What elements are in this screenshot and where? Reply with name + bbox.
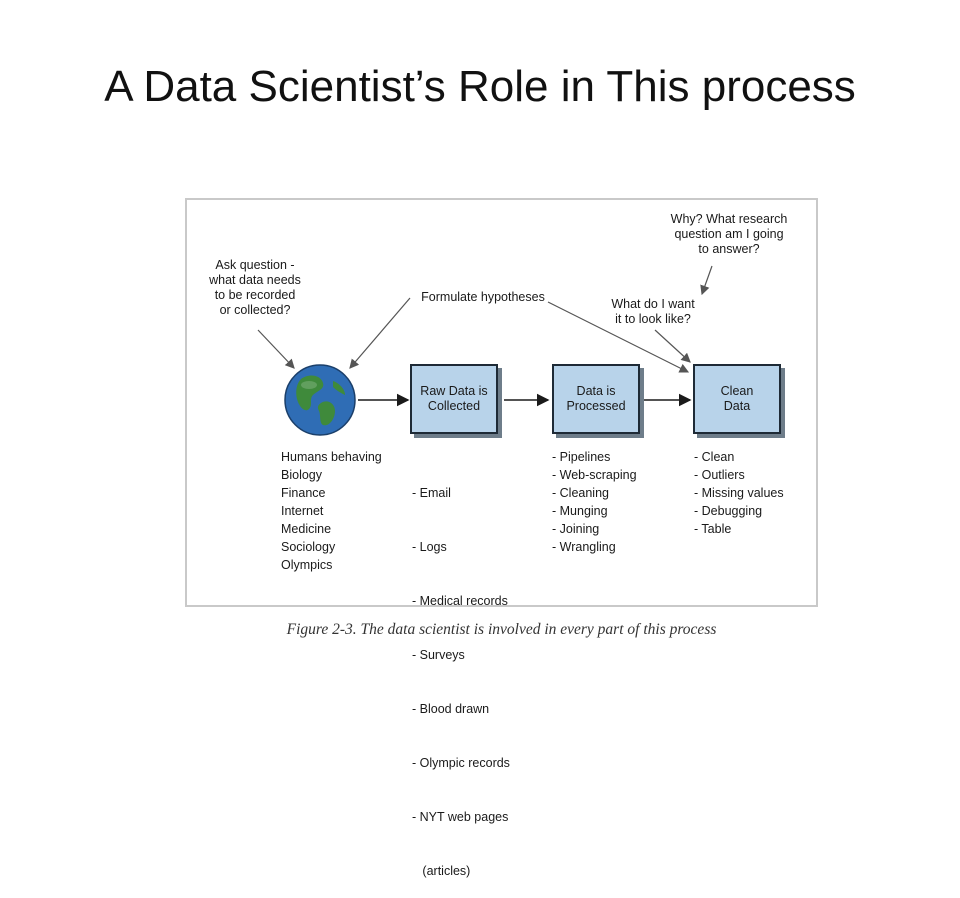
list-item: Biology [281, 468, 322, 482]
list-item: Finance [281, 486, 326, 500]
list-item: Humans behaving [281, 450, 382, 464]
callout-arrow-formulate-to-globe [349, 297, 411, 369]
box-raw-label: Raw Data is Collected [420, 384, 488, 413]
list-item: - Olympic records [412, 756, 510, 770]
note-ask-question: Ask question - what data needs to be rec… [209, 258, 301, 317]
list-item: (articles) [412, 864, 471, 878]
box-clean-data: Clean Data [693, 364, 781, 434]
list-item: Medicine [281, 522, 332, 536]
callout-arrow-formulate-to-clean [547, 301, 690, 373]
slide-title: A Data Scientist’s Role in This process [104, 62, 856, 111]
list-item: - Table [694, 522, 732, 536]
box-raw-data-collected: Raw Data is Collected [410, 364, 498, 434]
callout-arrow-lookslike-to-clean [654, 329, 691, 363]
figure-caption: Figure 2-3. The data scientist is involv… [286, 621, 717, 638]
box-processed-label: Data is Processed [566, 384, 626, 413]
list-item: - NYT web pages [412, 810, 509, 824]
box-clean-label: Clean Data [720, 384, 754, 413]
list-item: - Surveys [412, 648, 465, 662]
list-processing: - Pipelines - Web-scraping - Cleaning - … [552, 448, 637, 556]
diagram-arrows [257, 265, 713, 407]
list-item: - Munging [552, 504, 608, 518]
list-item: - Logs [412, 540, 447, 554]
list-item: - Joining [552, 522, 600, 536]
earth-globe-icon [284, 364, 356, 436]
list-item: - Missing values [694, 486, 784, 500]
list-clean-data: - Clean - Outliers - Missing values - De… [694, 448, 784, 538]
note-why-question: Why? What research question am I going t… [670, 212, 788, 256]
list-item: - Wrangling [552, 540, 616, 554]
list-raw-data: - Email - Logs - Medical records - Surve… [412, 448, 510, 898]
note-formulate-hypotheses: Formulate hypotheses [421, 290, 545, 304]
list-item: - Email [412, 486, 451, 500]
list-item: Sociology [281, 540, 336, 554]
list-item: Internet [281, 504, 324, 518]
list-item: - Debugging [694, 504, 763, 518]
list-item: - Medical records [412, 594, 508, 608]
list-item: - Pipelines [552, 450, 611, 464]
note-look-like: What do I want it to look like? [611, 297, 695, 326]
list-item: - Cleaning [552, 486, 609, 500]
callout-arrow-why-to-lookslike [700, 265, 713, 296]
list-item: - Blood drawn [412, 702, 490, 716]
callout-arrow-ask-to-globe [257, 329, 295, 369]
box-data-processed: Data is Processed [552, 364, 640, 434]
list-world-sources: Humans behaving Biology Finance Internet… [281, 448, 382, 574]
list-item: Olympics [281, 558, 333, 572]
list-item: - Outliers [694, 468, 745, 482]
list-item: - Clean [694, 450, 735, 464]
list-item: - Web-scraping [552, 468, 637, 482]
